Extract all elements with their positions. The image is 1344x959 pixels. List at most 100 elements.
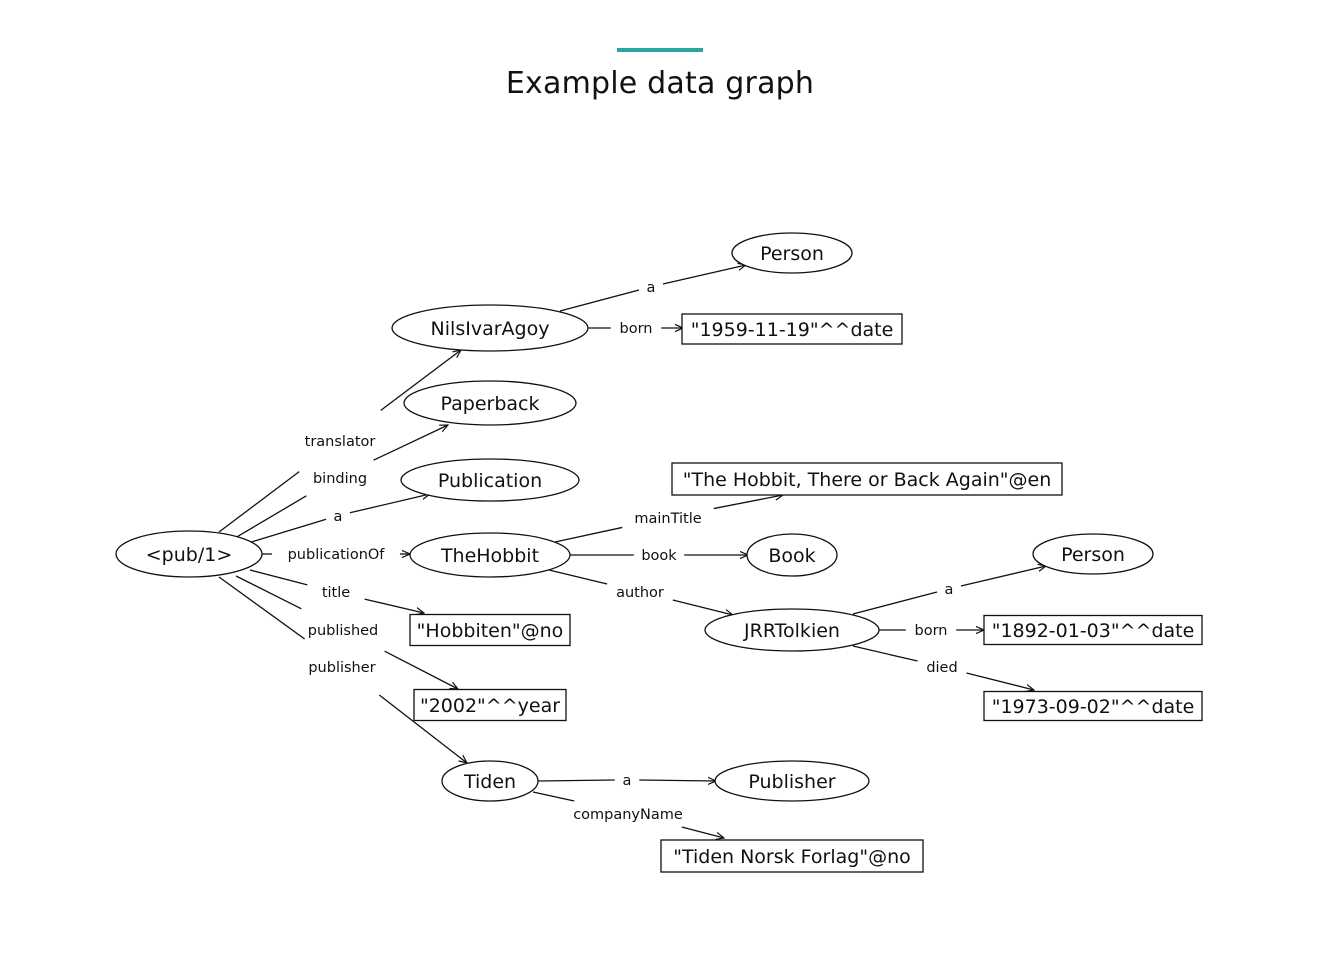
resource-node-ellipse [746, 533, 838, 577]
resource-node-ellipse [704, 608, 880, 652]
edge-line [537, 779, 615, 782]
node-died2: "1973-09-02"^^date [983, 690, 1203, 722]
edge-hobbit-book-book: book [570, 548, 748, 564]
literal-node-box [681, 313, 903, 345]
node-year: "2002"^^year [413, 688, 567, 722]
node-tiden: Tiden [441, 760, 539, 802]
edge-label: a [647, 280, 656, 296]
node-label: Publisher [748, 771, 835, 793]
node-label: Paperback [441, 393, 540, 415]
resource-node-ellipse [403, 380, 577, 426]
edge-line [548, 569, 608, 585]
node-paperback: Paperback [403, 380, 577, 426]
resource-node-ellipse [1032, 533, 1154, 575]
edge-pub1-a-publication: a [247, 494, 430, 544]
resource-node-ellipse [391, 304, 589, 352]
literal-node-box [671, 462, 1063, 496]
node-label: Tiden [463, 771, 516, 793]
edge-arrow [373, 425, 448, 461]
edge-hobbit-author-jrr: author [548, 569, 733, 615]
edge-nils-born-born1: born [588, 321, 683, 337]
edge-hobbit-mainTitle-maintitle: mainTitle [554, 495, 783, 543]
edge-line [554, 526, 623, 543]
edge-label: publicationOf [288, 547, 386, 563]
node-jrr: JRRTolkien [704, 608, 880, 652]
edge-pub1-title-hobbiten: title [249, 569, 424, 613]
edge-arrow [966, 672, 1034, 690]
edge-jrr-a-person2: a [852, 566, 1046, 615]
edge-line [234, 495, 307, 539]
edge-label: died [926, 660, 957, 676]
node-maintitle: "The Hobbit, There or Back Again"@en [671, 462, 1063, 496]
node-label: "Tiden Norsk Forlag"@no [673, 846, 911, 868]
edge-arrow [378, 694, 467, 763]
node-label: NilsIvarAgoy [431, 318, 550, 340]
node-book: Book [746, 533, 838, 577]
node-pub1: <pub/1> [115, 530, 263, 578]
edge-label: a [334, 509, 343, 525]
edge-tiden-companyName-company: companyName [532, 791, 724, 838]
edge-line [532, 791, 575, 802]
node-company: "Tiden Norsk Forlag"@no [660, 839, 924, 873]
edge-arrow [380, 350, 461, 411]
edge-pub1-publicationOf-hobbit: publicationOf [262, 547, 410, 563]
node-publication: Publication [400, 458, 580, 502]
edge-line [249, 569, 308, 586]
edge-arrow [662, 265, 746, 285]
edge-arrow [960, 566, 1046, 587]
resource-node-ellipse [714, 760, 870, 802]
edge-line [852, 645, 918, 662]
node-born1: "1959-11-19"^^date [681, 313, 903, 345]
node-nils: NilsIvarAgoy [391, 304, 589, 352]
node-label: <pub/1> [146, 544, 233, 566]
node-hobbiten: "Hobbiten"@no [409, 613, 571, 647]
edge-tiden-a-publisher: a [537, 773, 716, 789]
literal-node-box [660, 839, 924, 873]
node-born2: "1892-01-03"^^date [983, 614, 1203, 646]
edge-label: binding [313, 471, 367, 487]
edge-label: a [945, 582, 954, 598]
node-label: "The Hobbit, There or Back Again"@en [683, 469, 1052, 491]
edge-label: companyName [573, 807, 683, 823]
literal-node-box [409, 613, 571, 647]
node-label: "1973-09-02"^^date [992, 696, 1195, 718]
node-label: Person [760, 243, 824, 265]
edge-label: translator [305, 434, 376, 450]
node-label: Book [768, 545, 815, 567]
edge-label: title [322, 585, 350, 601]
resource-node-ellipse [409, 532, 571, 578]
node-person1: Person [731, 232, 853, 274]
edge-line [235, 575, 302, 610]
edge-line [247, 518, 327, 544]
literal-node-box [983, 614, 1203, 646]
edge-arrow [349, 494, 430, 514]
node-label: JRRTolkien [743, 620, 840, 642]
edge-label: publisher [308, 660, 375, 676]
node-label: TheHobbit [440, 545, 539, 567]
edge-arrow [639, 780, 716, 781]
node-label: "1959-11-19"^^date [691, 319, 894, 341]
resource-node-ellipse [441, 760, 539, 802]
node-label: Person [1061, 544, 1125, 566]
edge-label: born [620, 321, 653, 337]
node-publisher: Publisher [714, 760, 870, 802]
edge-arrow [364, 598, 424, 613]
literal-node-box [983, 690, 1203, 722]
edge-nils-a-person1: a [559, 265, 746, 312]
node-label: "2002"^^year [420, 695, 560, 717]
node-label: "Hobbiten"@no [417, 620, 564, 642]
edge-arrow [384, 650, 458, 689]
edge-label: author [616, 585, 664, 601]
edge-label: a [623, 773, 632, 789]
edge-pub1-binding-paperback: binding [234, 425, 448, 539]
node-label: "1892-01-03"^^date [992, 620, 1195, 642]
edge-arrow [713, 495, 783, 510]
resource-node-ellipse [115, 530, 263, 578]
edge-arrow [672, 599, 733, 615]
edge-label: published [308, 623, 379, 639]
edge-line [218, 576, 306, 640]
edge-label: born [915, 623, 948, 639]
page-title: Example data graph [505, 66, 815, 101]
edge-arrow [681, 826, 724, 838]
